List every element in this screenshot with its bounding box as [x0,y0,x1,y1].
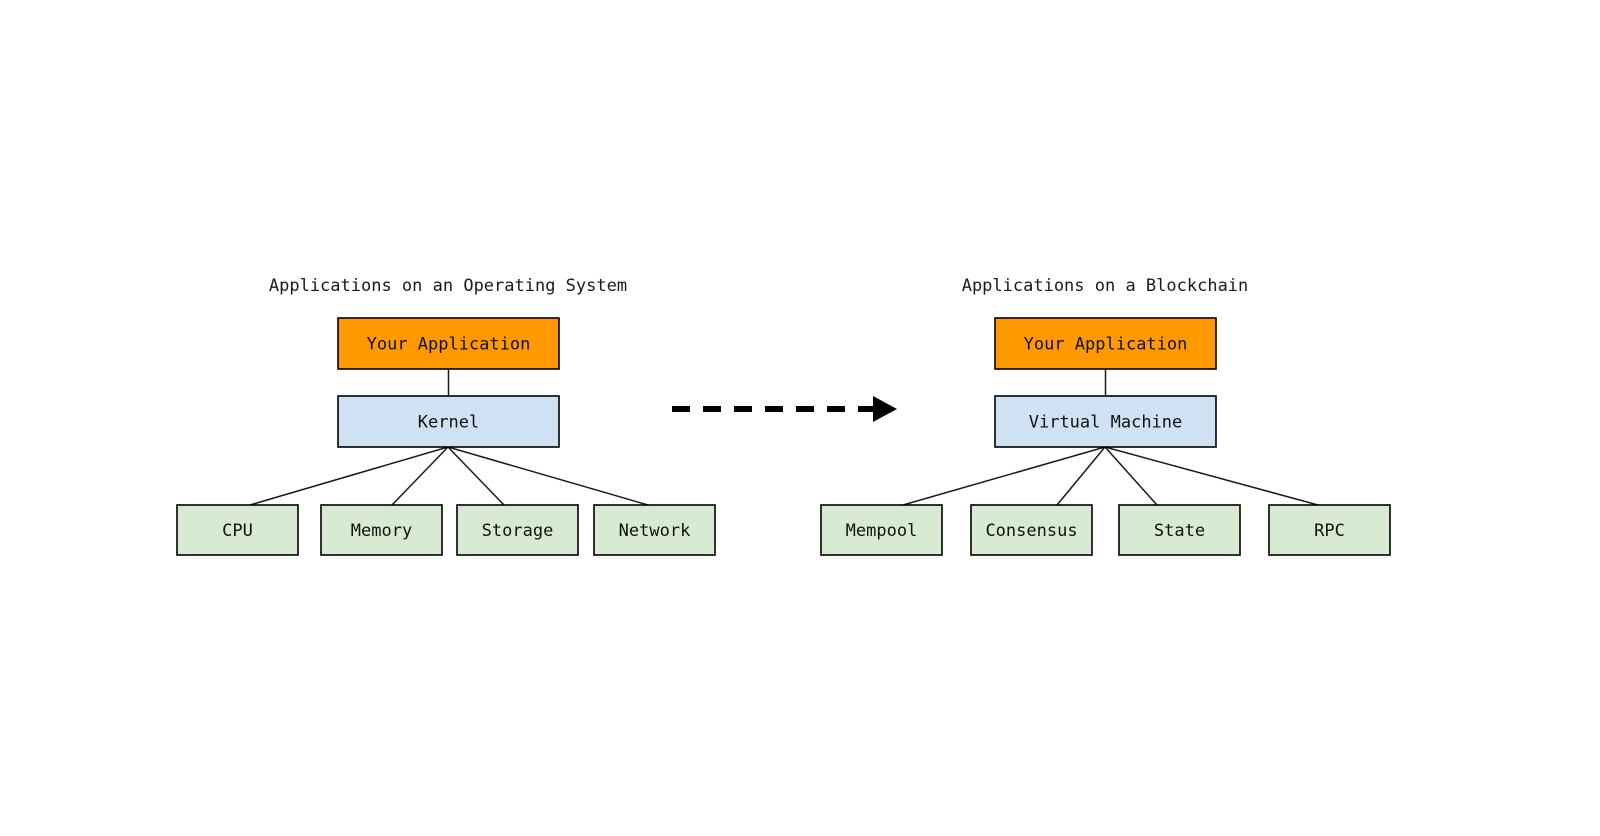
node-resource-cpu-operating-system-rect[interactable] [176,504,299,556]
edge-runtime-to-cpu-operating-system [249,446,449,506]
node-resource-state-blockchain-rect[interactable] [1118,504,1241,556]
edge-runtime-to-state-blockchain [1104,446,1158,506]
node-resource-state-blockchain-label: State [1154,521,1205,541]
node-runtime-operating-system[interactable]: Kernel [337,395,560,448]
node-application-blockchain-label: Your Application [1024,335,1188,355]
transition-arrow-head [873,396,897,422]
node-application-operating-system-rect[interactable] [337,317,560,370]
node-resource-memory-operating-system[interactable]: Memory [320,504,443,556]
edge-runtime-to-storage-operating-system [447,446,505,506]
node-resource-consensus-blockchain[interactable]: Consensus [970,504,1093,556]
node-runtime-blockchain-label: Virtual Machine [1029,413,1183,433]
node-resource-network-operating-system[interactable]: Network [593,504,716,556]
edge-runtime-to-memory-operating-system [391,446,449,506]
node-resource-rpc-blockchain-label: RPC [1314,521,1345,541]
dashed-right-arrow [672,396,897,422]
node-application-blockchain[interactable]: Your Application [994,317,1217,370]
node-resource-storage-operating-system-label: Storage [482,521,554,541]
node-resource-mempool-blockchain[interactable]: Mempool [820,504,943,556]
node-resource-cpu-operating-system[interactable]: CPU [176,504,299,556]
node-resource-consensus-blockchain-label: Consensus [985,521,1077,541]
panel-title-operating-system: Applications on an Operating System [269,276,627,296]
node-resource-consensus-blockchain-rect[interactable] [970,504,1093,556]
node-runtime-blockchain[interactable]: Virtual Machine [994,395,1217,448]
node-resource-storage-operating-system[interactable]: Storage [456,504,579,556]
edge-runtime-to-mempool-blockchain [902,446,1106,506]
node-application-blockchain-rect[interactable] [994,317,1217,370]
node-resource-network-operating-system-label: Network [619,521,691,541]
node-resource-mempool-blockchain-label: Mempool [846,521,918,541]
node-resource-storage-operating-system-rect[interactable] [456,504,579,556]
node-resource-mempool-blockchain-rect[interactable] [820,504,943,556]
node-application-operating-system[interactable]: Your Application [337,317,560,370]
node-runtime-operating-system-label: Kernel [418,413,479,433]
node-resource-state-blockchain[interactable]: State [1118,504,1241,556]
node-runtime-blockchain-rect[interactable] [994,395,1217,448]
node-runtime-operating-system-rect[interactable] [337,395,560,448]
edge-runtime-to-consensus-blockchain [1056,446,1106,506]
node-resource-rpc-blockchain[interactable]: RPC [1268,504,1391,556]
edge-runtime-to-network-operating-system [447,446,649,506]
node-resource-cpu-operating-system-label: CPU [222,521,253,541]
panel-operating-system: Applications on an Operating SystemYour … [176,276,716,556]
node-application-operating-system-label: Your Application [367,335,531,355]
edge-runtime-to-rpc-blockchain [1104,446,1319,506]
node-resource-rpc-blockchain-rect[interactable] [1268,504,1391,556]
node-resource-network-operating-system-rect[interactable] [593,504,716,556]
panel-title-blockchain: Applications on a Blockchain [962,276,1249,296]
node-resource-memory-operating-system-rect[interactable] [320,504,443,556]
node-resource-memory-operating-system-label: Memory [351,521,412,541]
